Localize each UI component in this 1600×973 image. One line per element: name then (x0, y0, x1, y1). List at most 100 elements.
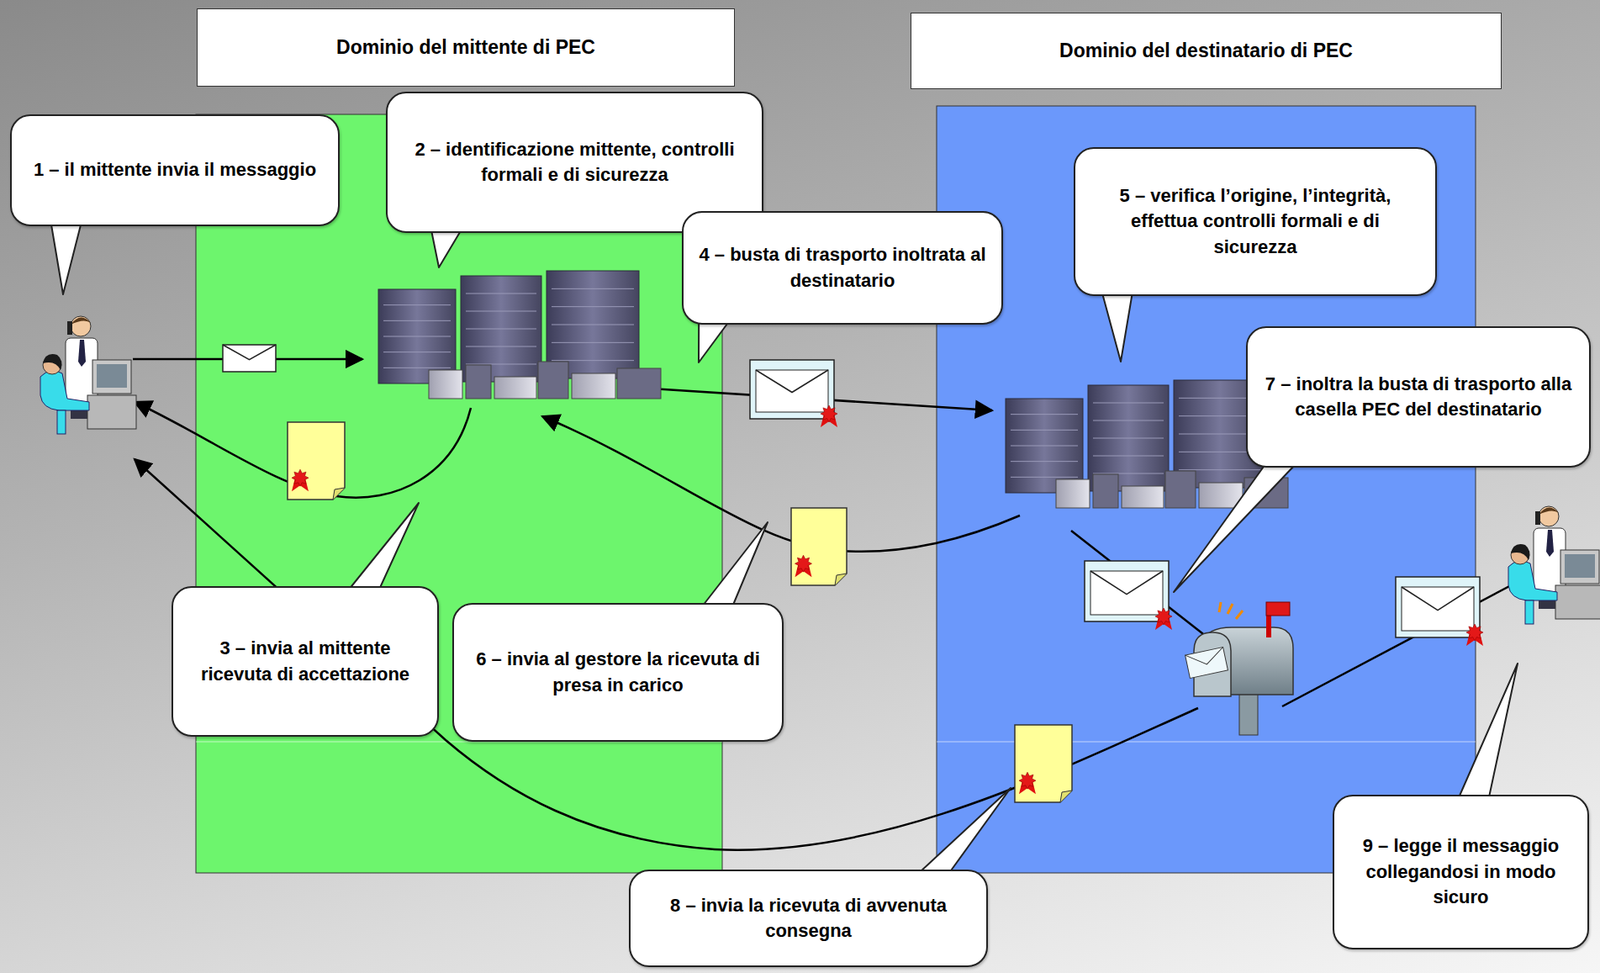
monitor (1560, 549, 1600, 584)
server-device (494, 376, 537, 399)
callout-bubble: 9 – legge il messaggio collegandosi in m… (1332, 794, 1590, 950)
woman-hair (1510, 543, 1530, 560)
node-text: 1 – il mittente invia il messaggio (33, 157, 317, 183)
seal (1155, 607, 1173, 625)
server-slot (1093, 402, 1164, 404)
callout-bubble: 3 – invia al mittente ricevuta di accett… (171, 586, 439, 737)
node-text: Dominio del destinatario di PEC (1059, 38, 1353, 64)
node-text: 9 – legge il messaggio collegandosi in m… (1347, 833, 1574, 910)
man-head (70, 316, 91, 337)
woman-legs (57, 410, 66, 434)
receipt-icon (791, 507, 847, 586)
mailbox-alert (1235, 610, 1243, 619)
node-text: Dominio del mittente di PEC (336, 35, 596, 61)
server-slot (1178, 469, 1262, 470)
server-slot (551, 324, 634, 326)
take-charge-arrow (542, 416, 1020, 552)
receipt-fold (834, 573, 847, 586)
server-slot (1010, 460, 1078, 462)
server-slot (465, 293, 537, 295)
person-icon (40, 316, 137, 434)
receipt-fold (1060, 790, 1072, 803)
mailbox-alert (1227, 603, 1233, 614)
callout-tail (1458, 663, 1518, 798)
server-device (1056, 479, 1090, 508)
server-device (617, 368, 661, 399)
man-hair (70, 316, 91, 325)
callout-tail (431, 229, 462, 268)
server-slot (1010, 429, 1078, 431)
callout-bubble: 7 – inoltra la busta di trasporto alla c… (1246, 326, 1591, 468)
server-slot (465, 311, 537, 312)
receipt-page (791, 507, 847, 586)
person-icon (1508, 506, 1600, 624)
envelope-flap (222, 344, 276, 360)
man-tie (1546, 529, 1554, 557)
seal (1019, 771, 1036, 789)
server-device (1093, 474, 1119, 508)
monitor (92, 359, 132, 394)
seal (795, 554, 813, 572)
envelope-flap (1401, 586, 1474, 611)
server-icon (378, 270, 661, 399)
recipient-domain-region (936, 105, 1476, 873)
callout-tail (698, 321, 729, 363)
receipt-fold (332, 487, 345, 500)
server-slot (383, 320, 451, 322)
server-device (428, 369, 463, 399)
callout-tail (702, 522, 768, 607)
node-text: 5 – verifica l’origine, l’integrità, eff… (1088, 183, 1422, 260)
server-slot (551, 306, 634, 307)
server-tower (378, 289, 456, 384)
seal (291, 469, 309, 486)
callout-bubble: 1 – il mittente invia il messaggio (10, 114, 340, 227)
callout-tail (1173, 464, 1296, 592)
callout-bubble: 4 – busta di trasporto inoltrata al dest… (681, 211, 1004, 325)
monitor-screen (96, 364, 127, 388)
server-slot (465, 328, 537, 330)
mailbox-letter (1185, 647, 1229, 679)
envelope-body (222, 344, 276, 372)
callout-tail (1102, 292, 1133, 362)
man-phone (67, 321, 73, 335)
node-text: 2 – identificazione mittente, controlli … (401, 137, 749, 189)
receipt-icon (1014, 724, 1072, 803)
envelope-body (1395, 576, 1480, 638)
mailbox-icon (1185, 601, 1294, 735)
envelope-inner (755, 369, 829, 412)
envelope-inner (1401, 586, 1474, 631)
envelope-body (1084, 560, 1169, 622)
callout-bubble: 6 – invia al gestore la ricevuta di pres… (452, 602, 784, 742)
server-slot (551, 288, 634, 290)
node-text: 3 – invia al mittente ricevuta di accett… (186, 635, 424, 687)
server-slot (1093, 438, 1164, 439)
monitor-screen (1564, 554, 1595, 578)
server-device (538, 361, 569, 399)
server-slot (1093, 420, 1164, 422)
server-tower (1005, 398, 1083, 493)
server-slot (465, 364, 537, 365)
seal (1466, 623, 1484, 641)
delivery-arrow (134, 459, 1199, 851)
server-device (571, 373, 616, 399)
woman-body (40, 370, 90, 411)
envelope-flap (755, 369, 829, 393)
server-slot (1010, 476, 1078, 478)
domain-header: Dominio del mittente di PEC (196, 8, 735, 87)
server-device (1165, 470, 1196, 508)
mailbox-letter-flap (1185, 647, 1226, 669)
callout-tail (918, 787, 1011, 873)
server-slot (383, 336, 451, 338)
server-slot (1010, 445, 1078, 447)
envelope-icon (1395, 576, 1484, 646)
envelope-flap (1090, 570, 1163, 595)
node-text: 6 – invia al gestore la ricevuta di pres… (467, 646, 769, 698)
server-slot (551, 359, 634, 361)
envelope-icon (1084, 560, 1173, 630)
server-device (1121, 485, 1164, 508)
server-slot (1010, 413, 1078, 415)
domain-header: Dominio del destinatario di PEC (910, 12, 1502, 90)
receipt-page (287, 422, 345, 500)
callout-tail (51, 222, 82, 295)
